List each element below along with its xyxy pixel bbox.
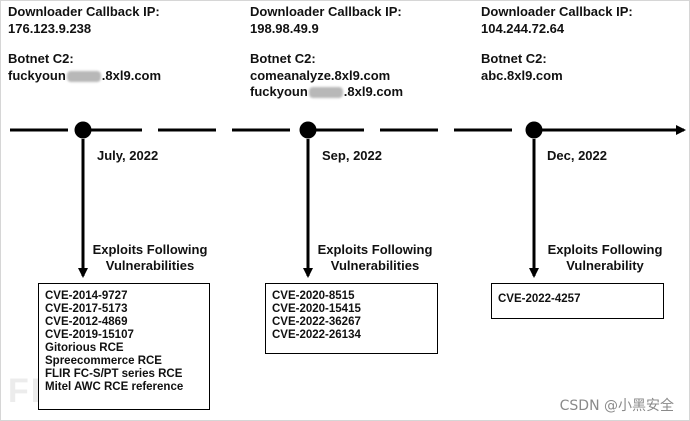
redaction-blur (308, 87, 343, 99)
vuln-item: CVE-2022-4257 (498, 293, 581, 305)
c2-domain-3-1: abc.8xl9.com (481, 68, 563, 83)
source-credit: CSDN @小黑安全 (559, 398, 674, 414)
vuln-item: Gitorious RCE (45, 342, 124, 354)
vulnerability-box-3: CVE-2022-4257 (491, 283, 664, 319)
c2-domain-2-2: fuckyoun.8xl9.com (250, 84, 404, 99)
c2-domain-2-1: comeanalyze.8xl9.com (250, 68, 391, 83)
vuln-item: CVE-2017-5173 (45, 303, 128, 315)
vuln-item: Mitel AWC RCE reference (45, 381, 184, 393)
timeline-node-july (74, 121, 92, 139)
vuln-item: CVE-2020-8515 (272, 290, 355, 302)
callback-ip-3: 104.244.72.64 (481, 21, 565, 36)
vuln-item: CVE-2019-15107 (45, 329, 134, 341)
vuln-item: CVE-2014-9727 (45, 290, 128, 302)
callback-ip-2: 198.98.49.9 (250, 21, 319, 36)
vulnerability-box-1: CVE-2014-9727 CVE-2017-5173 CVE-2012-486… (38, 283, 210, 410)
callback-ip-1: 176.123.9.238 (8, 21, 92, 36)
date-label-1: July, 2022 (97, 148, 159, 163)
vuln-item: CVE-2022-36267 (272, 316, 361, 328)
callback-label-2: Downloader Callback IP: (250, 4, 402, 19)
date-label-3: Dec, 2022 (547, 148, 607, 163)
timeline-node-dec (525, 121, 543, 139)
vuln-item: CVE-2020-15415 (272, 303, 361, 315)
vuln-item: CVE-2012-4869 (45, 316, 128, 328)
vuln-item: CVE-2022-26134 (272, 329, 361, 341)
callback-label-3: Downloader Callback IP: (481, 4, 633, 19)
timeline-node-sep (299, 121, 317, 139)
vulnerability-box-2: CVE-2020-8515 CVE-2020-15415 CVE-2022-36… (265, 283, 438, 354)
c2-label-2: Botnet C2: (250, 51, 316, 66)
c2-label-3: Botnet C2: (481, 51, 547, 66)
redaction-blur (66, 71, 101, 83)
vuln-item: Spreecommerce RCE (45, 355, 162, 367)
vuln-item: FLIR FC-S/PT series RCE (45, 368, 183, 380)
date-label-2: Sep, 2022 (322, 148, 382, 163)
c2-label-1: Botnet C2: (8, 51, 74, 66)
c2-domain-1-1: fuckyoun.8xl9.com (8, 68, 162, 83)
callback-label-1: Downloader Callback IP: (8, 4, 160, 19)
